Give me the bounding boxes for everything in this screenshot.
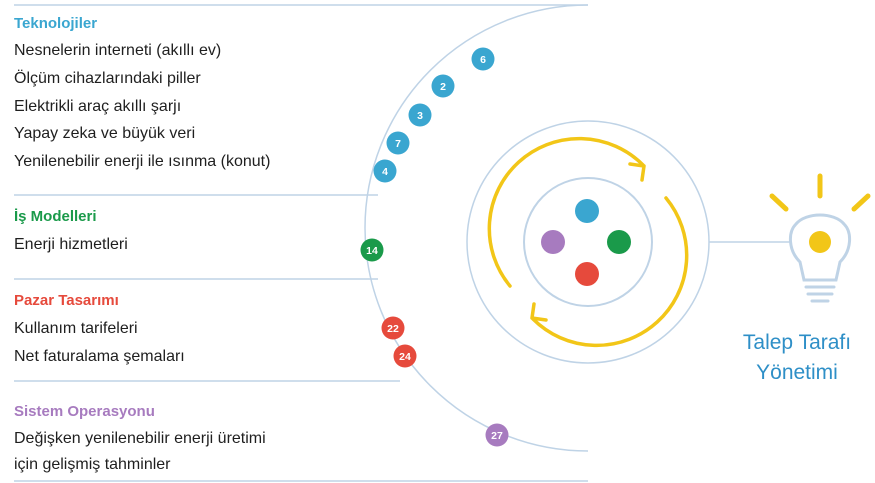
list-item: Kullanım tarifeleri [14,320,138,337]
caption-line-2: Yönetimi [756,361,838,384]
number-badge: 4 [373,159,397,183]
green-dot [607,230,631,254]
badge-number: 27 [491,430,503,442]
section-heading-system-operation: Sistem Operasyonu [14,403,155,420]
number-badge: 27 [485,423,509,447]
list-item: Nesnelerin interneti (akıllı ev) [14,42,222,59]
number-badge: 6 [471,47,495,71]
badge-circle [408,103,432,127]
badge-number: 4 [382,166,388,178]
badge-circle [386,131,410,155]
list-item: Yapay zeka ve büyük veri [14,125,196,142]
outer-arc [364,4,589,452]
badge-circle [373,159,397,183]
inner-ring [523,177,653,307]
section-heading-business-models: İş Modelleri [14,208,97,225]
purple-dot [541,230,565,254]
badge-circle [431,74,455,98]
badge-circle [485,423,509,447]
badge-number: 6 [480,54,486,66]
badge-number: 7 [395,138,401,150]
badge-number: 3 [417,110,423,122]
caption-line-1: Talep Tarafı [742,331,852,354]
number-badge: 3 [408,103,432,127]
badge-number: 22 [387,323,399,335]
badge-circle [393,344,417,368]
list-item: için gelişmiş tahminler [14,456,171,473]
number-badge: 14 [360,238,384,262]
list-item: Yenilenebilir enerji ile ısınma (konut) [14,153,271,170]
badge-number: 24 [399,351,411,363]
badge-circle [471,47,495,71]
four-colored-dots-icon [541,199,631,286]
number-badge: 22 [381,316,405,340]
number-badge: 7 [386,131,410,155]
lightbulb-icon [769,173,871,303]
number-badge: 2 [431,74,455,98]
section-heading-market-design: Pazar Tasarımı [14,292,119,309]
outer-ring [466,120,710,364]
list-item: Ölçüm cihazlarındaki piller [14,70,201,87]
badge-circle [381,316,405,340]
circular-arrows-icon [487,136,689,348]
badge-number: 2 [440,81,446,93]
list-item: Değişken yenilenebilir enerji üretimi [14,430,266,447]
list-item: Net faturalama şemaları [14,348,185,365]
list-item: Enerji hizmetleri [14,236,128,253]
number-badge: 24 [393,344,417,368]
badge-circle [360,238,384,262]
section-heading-technologies: Teknolojiler [14,15,98,32]
red-dot [575,262,599,286]
badge-number: 14 [366,245,378,257]
list-item: Elektrikli araç akıllı şarjı [14,98,182,115]
blue-dot [575,199,599,223]
